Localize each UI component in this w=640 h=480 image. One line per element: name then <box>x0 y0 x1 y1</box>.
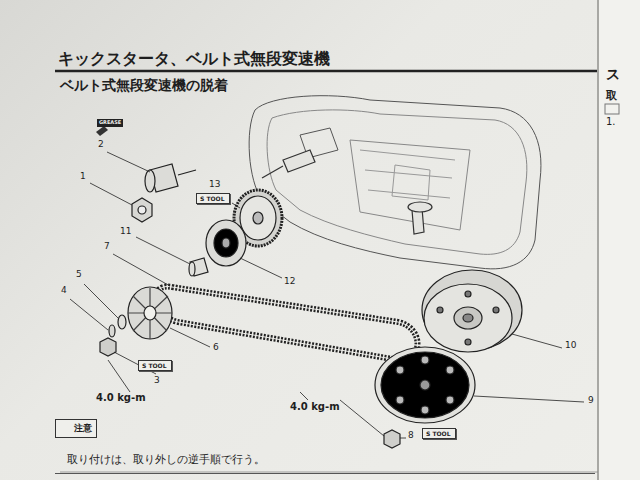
callout-number: 1 <box>80 172 86 182</box>
special-tool-tag: S TOOL <box>422 428 456 439</box>
callout-number: 3 <box>154 376 160 386</box>
part-6-fan <box>128 287 172 339</box>
next-page-box <box>605 104 619 114</box>
parts-5-4-3 <box>100 315 126 356</box>
leader-lines <box>60 152 598 472</box>
special-tool-tag: S TOOL <box>138 360 172 371</box>
callout-number: 13 <box>209 180 220 190</box>
page-title: キックスタータ、ベルト式無段変速機 <box>58 50 330 68</box>
special-tool-tag: S TOOL <box>196 193 230 204</box>
callout-number: 7 <box>104 242 110 252</box>
drive-shaft <box>408 202 432 234</box>
next-page-text: ス <box>606 67 620 82</box>
callout-number: 9 <box>588 396 594 406</box>
drive-belt <box>155 286 417 360</box>
note-heading: 注意 <box>55 419 97 438</box>
note-text: 取り付けは、取り外しの逆手順で行う。 <box>67 452 595 467</box>
next-page-text: 1. <box>606 116 616 127</box>
page-gutter <box>597 0 599 480</box>
grease-tag: GREASE <box>97 119 123 127</box>
section-heading: ベルト式無段変速機の脱着 <box>60 78 228 93</box>
callout-number: 10 <box>565 341 576 351</box>
torque-value: 4.0 kg-m <box>96 392 146 403</box>
next-page-text: 取 <box>606 90 617 102</box>
part-8-nut <box>384 430 400 448</box>
part-12-pulley <box>206 220 246 266</box>
part-2 <box>145 164 196 192</box>
callout-number: 8 <box>408 431 414 441</box>
callout-number: 4 <box>61 286 67 296</box>
engine-case <box>249 96 541 269</box>
tool-text: S TOOL <box>142 362 167 369</box>
torque-value: 4.0 kg-m <box>290 401 340 412</box>
part-11-collar <box>189 258 208 276</box>
callout-number: 5 <box>76 270 82 280</box>
grease-icon <box>96 126 108 136</box>
part-10-clutch <box>422 270 522 352</box>
crankshaft <box>262 150 315 178</box>
callout-number: 6 <box>213 343 219 353</box>
tool-text: S TOOL <box>200 195 225 202</box>
caution-note: 注意取り付けは、取り外しの逆手順で行う。 <box>55 416 595 474</box>
part-1 <box>132 198 152 222</box>
tool-text: S TOOL <box>426 430 451 437</box>
callout-number: 2 <box>98 140 104 150</box>
callout-number: 12 <box>284 277 295 287</box>
part-9-housing <box>375 347 475 423</box>
next-page <box>598 0 640 480</box>
title-rule <box>55 70 597 73</box>
callout-number: 11 <box>120 227 131 237</box>
